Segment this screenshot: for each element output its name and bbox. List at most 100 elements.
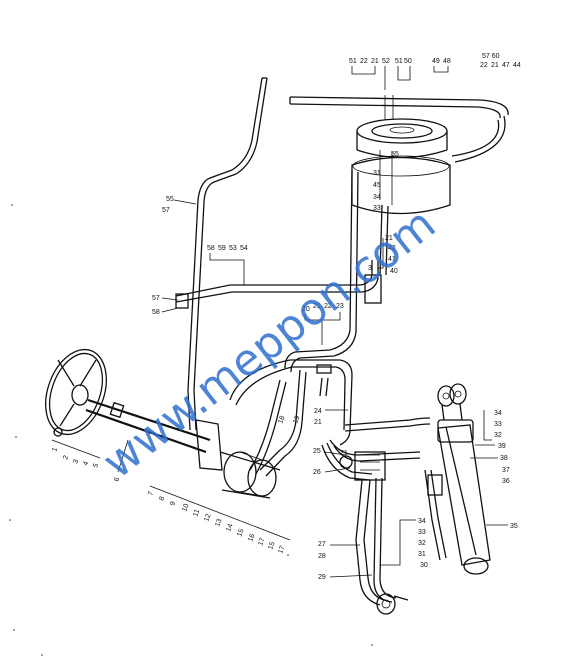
label: 21	[313, 303, 321, 310]
label: 55	[166, 196, 174, 203]
labels-left-mid: 57 58	[152, 295, 179, 316]
label: 58	[152, 309, 160, 316]
label: 40	[390, 268, 398, 275]
label: 38	[500, 455, 508, 462]
labels-cylinder-top: 34 33 32 39 38 37 36	[470, 410, 510, 485]
label: 20	[302, 306, 310, 313]
steering-column	[85, 398, 281, 499]
label: 17	[277, 545, 286, 555]
label: 31	[373, 170, 381, 177]
labels-bottom-center: 27 28 29 34 33 32 31 30	[318, 518, 428, 581]
label: 50	[404, 58, 412, 65]
label: 21	[385, 235, 393, 242]
label: 32	[418, 540, 426, 547]
label: 34	[418, 518, 426, 525]
label: 9	[169, 501, 177, 507]
label: 59	[218, 245, 226, 252]
label: 55	[391, 151, 399, 158]
labels-top-a: 51 22 21 52 51 50	[349, 58, 412, 90]
labels-center-group: 20 21 22 23	[302, 303, 344, 345]
label: 7	[147, 491, 155, 497]
label: 34	[373, 194, 381, 201]
label: 15	[236, 528, 245, 538]
label: 22	[324, 303, 332, 310]
middle-line	[175, 260, 382, 309]
label: 30	[420, 562, 428, 569]
label: 29	[318, 574, 326, 581]
label: 51	[349, 58, 357, 65]
lower-cylinder	[355, 477, 409, 615]
label: 25	[313, 448, 321, 455]
steering-ram	[424, 383, 491, 575]
label: 13	[214, 518, 223, 528]
return-line	[187, 77, 268, 431]
labels-left-upper: 55 57	[162, 196, 197, 214]
label: 3	[368, 265, 372, 272]
label: 57	[162, 207, 170, 214]
label: 16	[247, 533, 256, 543]
label: 58	[207, 245, 215, 252]
label: 24	[314, 408, 322, 415]
label: 39	[498, 443, 506, 450]
label: 19	[292, 415, 301, 425]
label: 48	[443, 58, 451, 65]
label: 12	[203, 513, 212, 523]
label: 21	[314, 419, 322, 426]
label: 41	[388, 256, 396, 263]
label: 34	[494, 410, 502, 417]
label: 21	[340, 450, 348, 457]
label: 52	[382, 58, 390, 65]
label: 1	[51, 447, 59, 453]
label: 57	[152, 295, 160, 302]
label: 22	[480, 62, 488, 69]
labels-top-c: 57 60 22 21 47 44	[480, 53, 521, 69]
label: 42	[388, 245, 396, 252]
label: 21	[491, 62, 499, 69]
labels-steering-left: 1 2 3 4 5 6	[51, 439, 129, 483]
label: 10	[181, 503, 190, 513]
top-pipe	[289, 95, 509, 163]
label: 35	[510, 523, 518, 530]
label: 14	[225, 523, 234, 533]
label: 4	[82, 461, 90, 467]
label: 2	[62, 455, 70, 461]
label: 8	[158, 496, 166, 502]
steering-wheel	[45, 348, 107, 437]
label: 17	[257, 537, 266, 547]
labels-cylinder-right: 35	[486, 523, 518, 530]
labels-column-side: 18 19	[277, 415, 301, 425]
labels-middle-row: 58 59 53 54	[207, 245, 248, 285]
label: 51	[395, 58, 403, 65]
label: 31	[418, 551, 426, 558]
labels-right-of-tank: 55 31 45 34 33 21 42 41 3 40	[368, 151, 399, 275]
label: 15	[267, 541, 276, 551]
label: 53	[229, 245, 237, 252]
labels-steering-bottom: 7 8 9 10 11 12 13 14 15 16 17 15 17	[147, 485, 291, 555]
scan-specks	[9, 204, 373, 656]
label: 28	[318, 553, 326, 560]
label: 11	[192, 508, 201, 517]
label: 45	[373, 182, 381, 189]
label: 49	[432, 58, 440, 65]
label: 33	[494, 421, 502, 428]
label: 47	[502, 62, 510, 69]
reservoir-tank	[351, 118, 451, 215]
labels-top-b: 49 48	[432, 58, 451, 73]
label: 37	[502, 467, 510, 474]
label: 33	[373, 205, 381, 212]
label: 54	[240, 245, 248, 252]
label: 57 60	[482, 53, 500, 60]
label: 5	[92, 463, 100, 469]
label: 33	[418, 529, 426, 536]
label: 44	[513, 62, 521, 69]
label: 32	[494, 432, 502, 439]
label: 27	[318, 541, 326, 548]
label: 23	[336, 303, 344, 310]
labels-valve-side: 24 21 25 26 21	[313, 408, 351, 476]
label: 6	[113, 477, 121, 483]
label: 3	[72, 459, 80, 465]
label: 26	[313, 469, 321, 476]
label: 21	[371, 58, 379, 65]
label: 22	[360, 58, 368, 65]
